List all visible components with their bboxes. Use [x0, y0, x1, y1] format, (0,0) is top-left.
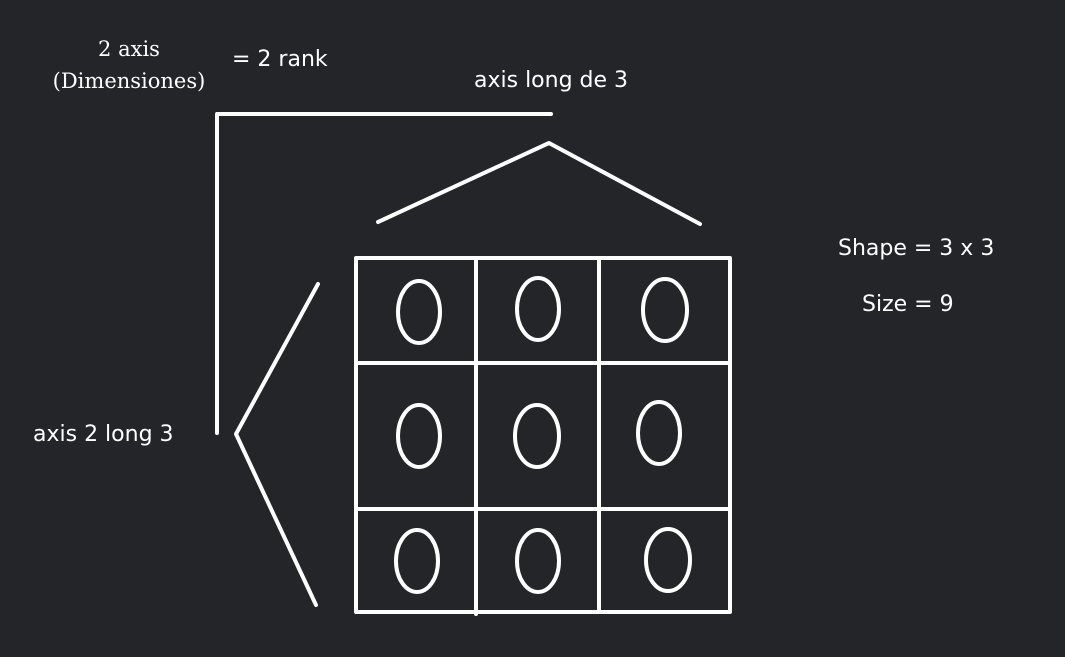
tensor-cells: [394, 276, 692, 594]
size-label: Size = 9: [862, 292, 954, 317]
axis-count-label-line2: (Dimensiones): [52, 69, 206, 93]
cell-1-2: [636, 400, 682, 466]
cell-0-0: [396, 279, 442, 345]
cell-1-1: [513, 403, 561, 469]
cell-1-0: [396, 403, 442, 469]
top-axis-brace: [376, 141, 702, 226]
rank-bracket: [215, 112, 553, 435]
cell-2-1: [515, 528, 561, 594]
rank-label: = 2 rank: [232, 47, 328, 72]
cell-0-1: [515, 276, 561, 342]
axis-count-label-line1: 2 axis: [98, 37, 160, 61]
left-axis-brace: [234, 282, 320, 607]
shape-label: Shape = 3 x 3: [838, 236, 995, 261]
cell-0-2: [641, 277, 689, 343]
cell-2-2: [644, 527, 692, 593]
cell-2-0: [394, 528, 440, 594]
left-axis-label: axis 2 long 3: [33, 422, 174, 447]
top-axis-label: axis long de 3: [474, 68, 629, 93]
tensor-grid: [354, 256, 732, 616]
grid-outline: [354, 256, 732, 614]
